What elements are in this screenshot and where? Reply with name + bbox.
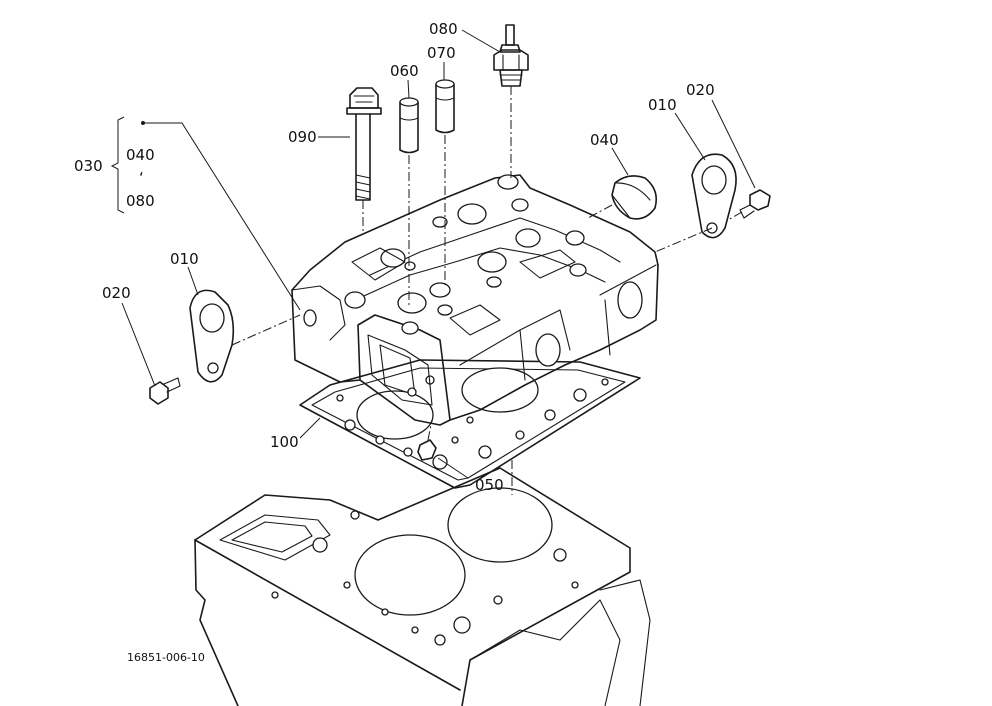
label-060: 060 [390,62,419,80]
leader-080 [461,29,501,53]
bolt-020-left [149,377,181,405]
label-070: 070 [427,44,456,62]
label-090: 090 [288,128,317,146]
lifting-eye-010-right [691,153,737,239]
lifting-eye-010-left [189,289,235,383]
leader-020-left [121,302,156,387]
centerline-020-right [727,211,743,221]
label-040: 040 [590,131,619,149]
label-050: 050 [475,476,504,494]
leader-010-left [187,266,199,296]
label-040-group: 040 [126,146,155,164]
label-080-group: 080 [126,192,155,210]
leader-030-dot [141,121,145,125]
small-bolt-050 [417,439,437,461]
centerline-010-left [231,314,301,346]
bolt-020-right [739,189,771,219]
label-080: 080 [429,20,458,38]
group-separator: ʻ [139,169,144,187]
leader-020-right [711,99,756,189]
cylinder-block [194,467,651,706]
centerline-040 [587,204,613,219]
label-100: 100 [270,433,299,451]
head-bolt-090 [346,87,382,201]
cylinder-head-gasket [299,359,641,489]
label-010-left: 010 [170,250,199,268]
valve-guide-060 [399,97,419,154]
leader-040 [611,147,629,176]
leader-050 [437,457,469,479]
thermo-sensor-080 [493,24,529,87]
cylinder-head [291,174,659,426]
leader-060 [407,79,410,99]
label-020-left: 020 [102,284,131,302]
leader-100 [299,417,321,439]
valve-guide-070 [435,79,455,134]
label-020-right: 020 [686,81,715,99]
figure-number: 16851-006-10 [127,651,205,664]
centerline-010-right [654,227,713,253]
label-030: 030 [74,157,103,175]
group-bracket-030 [110,116,125,214]
leader-010-right [674,112,706,161]
label-010-right: 010 [648,96,677,114]
plug-040 [611,175,658,220]
centerline-050 [427,419,433,441]
leader-030-group [145,122,301,311]
